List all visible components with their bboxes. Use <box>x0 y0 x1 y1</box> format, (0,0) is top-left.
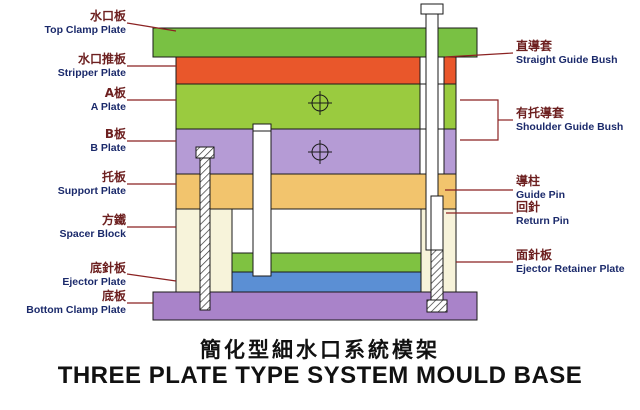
label-return-pin-en: Return Pin <box>516 214 570 227</box>
label-ejector-retainer-plate-zh: 面針板 <box>516 248 553 262</box>
label-return-pin-zh: 回針 <box>516 200 541 214</box>
guide-pin-head-shape <box>420 3 444 15</box>
label-guide-pin-en: Guide Pin <box>516 188 566 201</box>
top-clamp-plate-shape <box>152 27 478 58</box>
label-shoulder-guide-bush-zh: 有托導套 <box>516 106 565 120</box>
return-pin-head-hatch <box>426 299 448 313</box>
title-chinese: 簡化型細水口系統模架 <box>200 338 440 362</box>
label-top-clamp-plate: 水口板 Top Clamp Plate <box>0 9 126 36</box>
leader-lines <box>126 22 514 304</box>
label-guide-pin: 導柱 Guide Pin <box>516 174 640 201</box>
label-a-plate-en: A Plate <box>90 100 126 113</box>
support-plate-shape <box>175 173 457 210</box>
label-a-plate: A板 A Plate <box>0 86 126 113</box>
label-shoulder-guide-bush-en: Shoulder Guide Bush <box>516 120 624 133</box>
label-top-clamp-plate-en: Top Clamp Plate <box>44 23 126 36</box>
label-support-plate: 托板 Support Plate <box>0 170 126 197</box>
a-plate-shape <box>175 83 457 130</box>
screw-shaft-hatch <box>199 157 211 311</box>
label-stripper-plate-en: Stripper Plate <box>57 66 126 79</box>
label-spacer-block-en: Spacer Block <box>59 227 126 240</box>
label-ejector-retainer-plate: 面針板 Ejector Retainer Plate <box>516 248 640 275</box>
label-stripper-plate: 水口推板 Stripper Plate <box>0 52 126 79</box>
label-support-plate-en: Support Plate <box>57 184 126 197</box>
label-shoulder-guide-bush: 有托導套 Shoulder Guide Bush <box>516 106 640 133</box>
label-ejector-plate: 底針板 Ejector Plate <box>0 261 126 288</box>
label-a-plate-zh: A板 <box>104 86 126 100</box>
support-pillar-shape <box>252 123 272 277</box>
label-straight-guide-bush-en: Straight Guide Bush <box>516 53 618 66</box>
screw-symbol-icon <box>308 91 332 115</box>
label-spacer-block-zh: 方鐵 <box>101 213 126 227</box>
screw-symbol-icon <box>308 140 332 164</box>
label-top-clamp-plate-zh: 水口板 <box>89 9 126 23</box>
label-stripper-plate-zh: 水口推板 <box>77 52 126 66</box>
label-b-plate-zh: B板 <box>104 127 126 141</box>
label-ejector-retainer-plate-en: Ejector Retainer Plate <box>516 262 625 275</box>
label-b-plate: B板 B Plate <box>0 127 126 154</box>
label-support-plate-zh: 托板 <box>101 170 126 184</box>
label-return-pin: 回針 Return Pin <box>516 200 640 227</box>
label-guide-pin-zh: 導柱 <box>516 174 541 188</box>
label-spacer-block: 方鐵 Spacer Block <box>0 213 126 240</box>
screw-head-hatch <box>195 146 215 159</box>
label-bottom-clamp-plate: 底板 Bottom Clamp Plate <box>0 289 126 316</box>
label-b-plate-en: B Plate <box>90 141 126 154</box>
label-ejector-plate-zh: 底針板 <box>89 261 126 275</box>
label-bottom-clamp-plate-en: Bottom Clamp Plate <box>26 303 126 316</box>
label-bottom-clamp-plate-zh: 底板 <box>101 289 126 303</box>
label-straight-guide-bush: 直導套 Straight Guide Bush <box>516 39 640 66</box>
label-ejector-plate-en: Ejector Plate <box>62 275 126 288</box>
stripper-plate-shape <box>175 56 457 85</box>
title-english: THREE PLATE TYPE SYSTEM MOULD BASE <box>57 362 583 389</box>
return-pin-hatch <box>430 249 444 301</box>
label-straight-guide-bush-zh: 直導套 <box>516 39 553 53</box>
